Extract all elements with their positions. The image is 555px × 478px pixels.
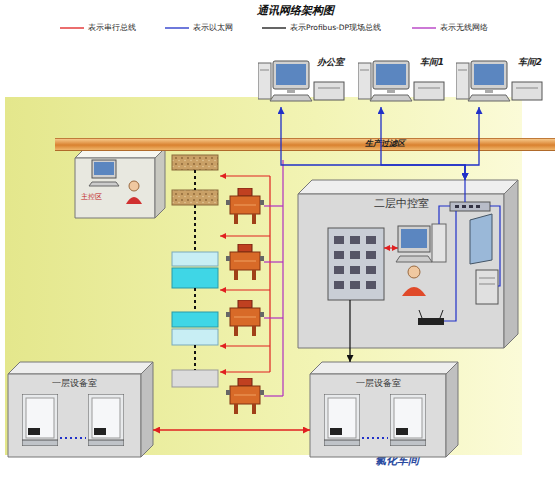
legend-item: 表示以太网: [165, 23, 233, 33]
node-label: 生产过滤区: [365, 140, 405, 149]
node-label: 车间1: [420, 58, 444, 68]
room-box: 二层中控室: [298, 180, 518, 348]
legend-text: 表示无线网络: [440, 23, 488, 33]
node-label: 主控区: [81, 194, 102, 202]
room-outline: [310, 362, 458, 457]
node-label: 一层设备室: [8, 379, 141, 389]
room-box: 一层设备室: [310, 362, 458, 457]
room-outline: [8, 362, 153, 457]
diagram-title: 通讯网络架构图: [195, 3, 395, 18]
computer-node: 办公室: [255, 55, 348, 107]
legend-item: 表示Profibus-DP现场总线: [262, 23, 381, 33]
legend-line: [165, 27, 189, 28]
room-face: [141, 362, 153, 457]
room-face: [8, 362, 153, 374]
room-face: [75, 158, 155, 218]
room-face: [155, 148, 165, 218]
room-face: [298, 194, 504, 348]
room-face: [298, 180, 518, 194]
legend-text: 表示以太网: [193, 23, 233, 33]
room-face: [504, 180, 518, 348]
node-label: 一层设备室: [310, 379, 446, 389]
room-face: [75, 148, 165, 158]
room-box: 主控区: [75, 148, 165, 218]
zone-band: 生产过滤区: [55, 138, 555, 151]
legend-item: 表示串行总线: [60, 23, 136, 33]
room-face: [310, 362, 458, 374]
legend-text: 表示串行总线: [88, 23, 136, 33]
legend-line-sample: [165, 24, 191, 32]
node-label: 车间2: [518, 58, 542, 68]
legend-item: 表示无线网络: [412, 23, 488, 33]
workshop-area: 氯化车间主控区二层中控室一层设备室一层设备室: [5, 97, 522, 470]
computer-node: 车间2: [453, 55, 546, 107]
legend-line-sample: [60, 24, 86, 32]
room-outline: [75, 148, 165, 218]
node-label: 办公室: [317, 58, 344, 68]
legend-line-sample: [412, 24, 438, 32]
room-box: 一层设备室: [8, 362, 153, 457]
legend-line: [412, 27, 436, 28]
computer-node: 车间1: [355, 55, 448, 107]
room-face: [310, 374, 446, 457]
legend-line-sample: [262, 24, 288, 32]
legend-line: [60, 27, 84, 28]
room-face: [446, 362, 458, 457]
legend-text: 表示Profibus-DP现场总线: [290, 23, 381, 33]
room-face: [8, 374, 141, 457]
legend-line: [262, 27, 286, 28]
node-label: 二层中控室: [298, 198, 504, 210]
